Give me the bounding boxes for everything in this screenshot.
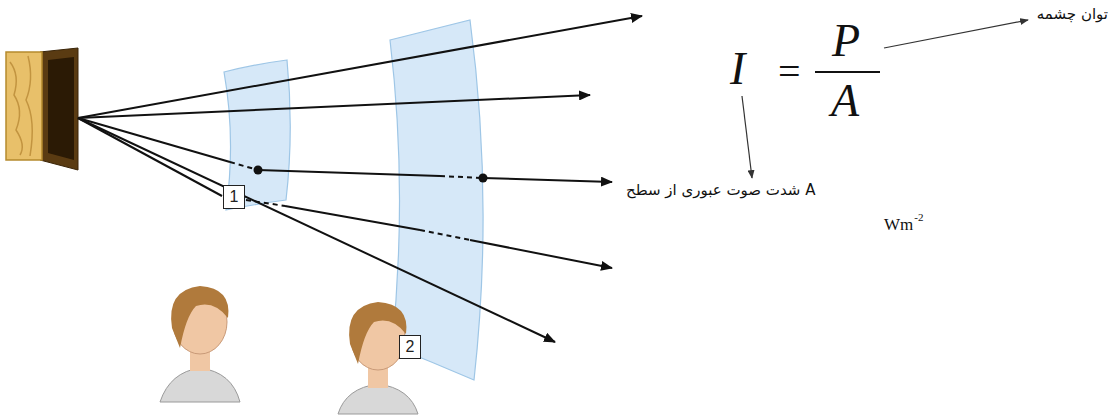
- speaker: [6, 48, 78, 170]
- formula-symbol: =: [778, 50, 801, 94]
- formula-symbol: I: [730, 44, 745, 95]
- leader-line: [742, 96, 752, 178]
- formula-symbol: P: [832, 16, 860, 67]
- center-dot: [254, 166, 263, 175]
- unit-exponent: -2: [914, 211, 923, 223]
- callout-box: 2: [399, 335, 422, 359]
- source-power-note: توان چشمه: [1037, 6, 1108, 23]
- callout-number: 2: [406, 339, 415, 355]
- fraction-bar: [815, 71, 880, 73]
- formula-symbol: A: [831, 76, 859, 127]
- callout-box: 1: [223, 185, 246, 209]
- sound-rays: [78, 16, 642, 342]
- callout-number: 1: [230, 189, 239, 205]
- center-dot: [479, 174, 488, 183]
- unit-label: Wm: [884, 216, 913, 235]
- listener: [160, 286, 240, 402]
- intensity-note: شدت صوت عبوری از سطح A: [626, 182, 815, 199]
- leader-line: [884, 20, 1028, 48]
